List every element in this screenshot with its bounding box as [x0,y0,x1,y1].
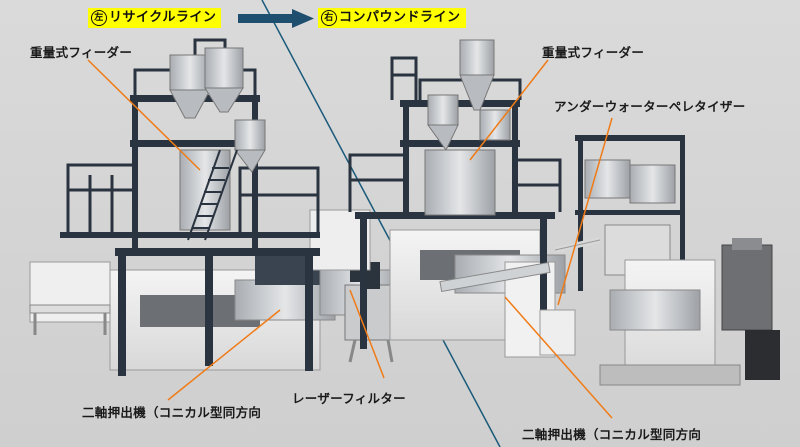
divider-line [261,0,501,447]
left-marker: 左 [91,10,107,26]
leader-left-extruder [167,309,281,401]
right-line-tag: 右コンパウンドライン [318,8,466,28]
leader-lines [87,59,613,419]
left-line-title: リサイクルライン [109,10,217,25]
right-marker: 右 [321,10,337,26]
callout-pelletizer: アンダーウォーターペレタイザー [554,99,746,114]
left-line-machine [29,38,401,376]
leader-laser-filter [349,289,385,379]
right-line-title: コンパウンドライン [339,10,461,25]
direction-arrow [238,9,314,28]
pelletizer-machine [539,135,780,386]
callout-laser-filter: レーザーフィルター [292,391,406,406]
left-line-tag: 左リサイクルライン [88,8,222,28]
callout-left-extruder: 二軸押出機（コニカル型同方向 [82,405,262,420]
callout-right-feeder: 重量式フィーダー [542,45,645,60]
callout-right-extruder: 二軸押出機（コニカル型同方向 [522,427,702,442]
leader-left-feeder [87,59,201,171]
leader-pelletizer [557,117,613,306]
right-line-machine [348,39,566,358]
leader-right-extruder [504,296,613,419]
callout-left-feeder: 重量式フィーダー [30,45,133,60]
leader-right-feeder [469,59,549,161]
